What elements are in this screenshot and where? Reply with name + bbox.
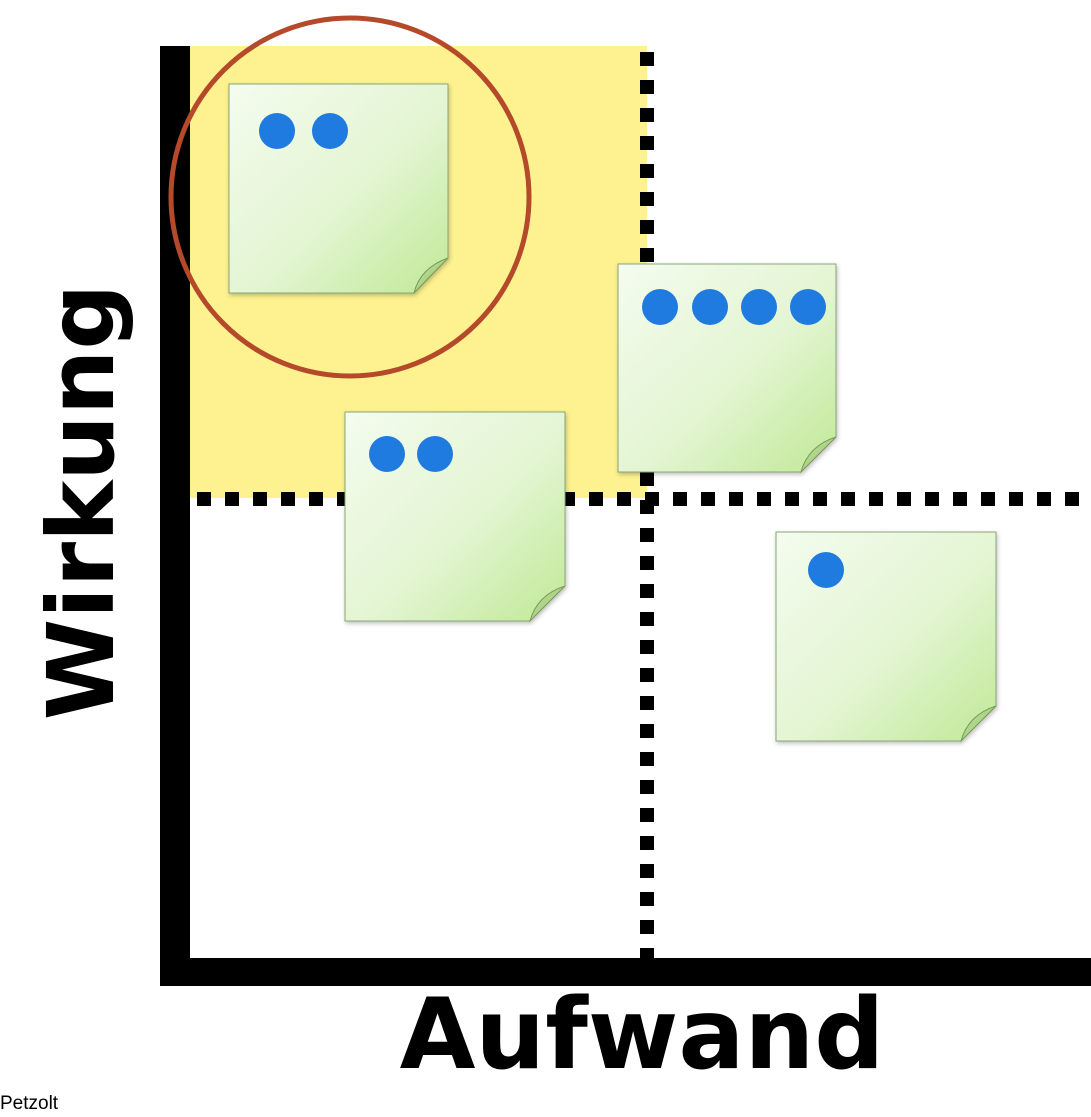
vote-dot	[417, 436, 453, 472]
vote-dot	[741, 289, 777, 325]
y-axis-label: Wirkung	[28, 283, 135, 721]
vote-dot	[692, 289, 728, 325]
vote-dots	[259, 113, 348, 149]
sticky-note	[775, 531, 997, 743]
vote-dots	[369, 436, 453, 472]
credit-text: Petzolt	[0, 1093, 59, 1114]
vote-dot	[259, 113, 295, 149]
vote-dots	[642, 289, 826, 325]
highlight-circle	[168, 15, 532, 379]
vote-dots	[808, 552, 844, 588]
vote-dot	[369, 436, 405, 472]
vote-dot	[808, 552, 844, 588]
y-axis-line	[160, 46, 190, 986]
vote-dot	[312, 113, 348, 149]
x-axis-label: Aufwand	[399, 978, 885, 1092]
vote-dot	[642, 289, 678, 325]
vote-dot	[790, 289, 826, 325]
x-axis-line	[160, 958, 1091, 986]
